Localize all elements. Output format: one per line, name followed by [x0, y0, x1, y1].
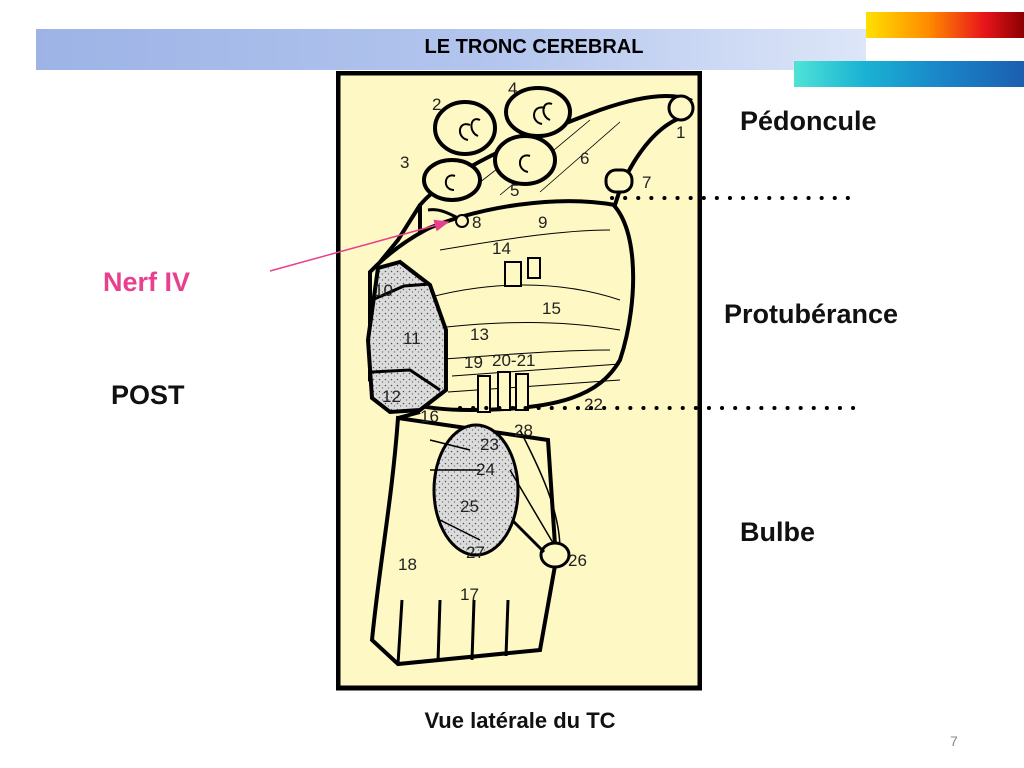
label-bulbe: Bulbe	[740, 517, 816, 547]
label-6: 6	[580, 149, 589, 168]
peduncle-cut-shape	[365, 259, 448, 415]
slide-number: 7	[950, 733, 958, 749]
label-22: 22	[584, 395, 603, 414]
label-16: 16	[420, 407, 439, 426]
label-27: 27	[466, 543, 485, 562]
page-title: LE TRONC CEREBRAL	[424, 36, 644, 58]
title-band	[36, 29, 866, 70]
label-2: 2	[432, 95, 441, 114]
label-7: 7	[642, 173, 651, 192]
label-5: 5	[510, 181, 519, 200]
label-14: 14	[492, 239, 511, 258]
label-23: 23	[480, 435, 499, 454]
label-pedoncule: Pédoncule	[740, 106, 877, 136]
label-12: 12	[382, 387, 401, 406]
label-19: 19	[464, 353, 483, 372]
label-25: 25	[460, 497, 479, 516]
label-13: 13	[470, 325, 489, 344]
label-9: 9	[538, 213, 547, 232]
label-1: 1	[676, 123, 685, 142]
label-18: 18	[398, 555, 417, 574]
label-17: 17	[460, 585, 479, 604]
label-24: 24	[476, 460, 495, 479]
label-nerf-iv: Nerf IV	[103, 267, 191, 297]
figure-caption: Vue latérale du TC	[424, 708, 616, 733]
label-protuberance: Protubérance	[724, 299, 899, 329]
label-3: 3	[400, 153, 409, 172]
label-8: 8	[472, 213, 481, 232]
label-11: 11	[403, 329, 421, 348]
label-post: POST	[111, 380, 185, 410]
label-10: 10	[374, 281, 393, 300]
label-26: 26	[568, 551, 587, 570]
accent-bar-warm	[866, 12, 1024, 38]
label-4: 4	[508, 79, 517, 98]
label-20-21: 20-21	[492, 351, 535, 370]
nerf-iv-pointer-arrow	[269, 219, 450, 272]
accent-bar-cool	[794, 61, 1024, 87]
brainstem-lateral-diagram: 1 2 3 4 5 6 7 8 9 10 11 12 13 14 15 16 1…	[336, 71, 702, 691]
label-28: 28	[514, 421, 533, 440]
olive-shape	[432, 423, 520, 557]
label-15: 15	[542, 299, 561, 318]
